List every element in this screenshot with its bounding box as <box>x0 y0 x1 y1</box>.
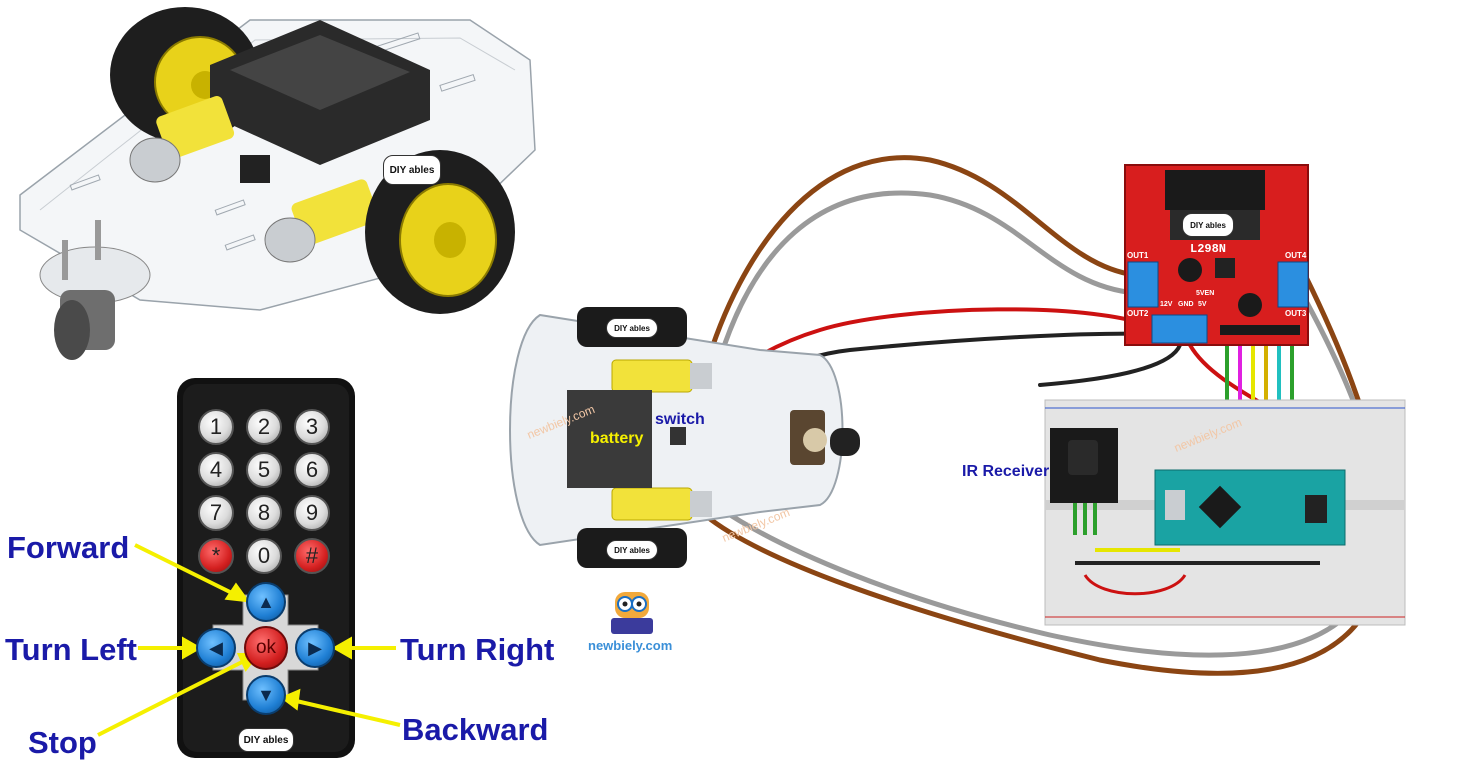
label-switch: switch <box>655 411 705 428</box>
key-2[interactable]: 2 <box>246 409 282 445</box>
label-backward: Backward <box>402 712 549 747</box>
pin-12v: 12V <box>1160 301 1173 308</box>
label-forward: Forward <box>7 530 130 565</box>
pointer-arrows <box>97 543 401 737</box>
key-1[interactable]: 1 <box>198 409 234 445</box>
pin-out4: OUT4 <box>1285 251 1307 260</box>
driver-brand-logo: DIY ables <box>1182 213 1234 237</box>
key-6[interactable]: 6 <box>294 452 330 488</box>
key-0[interactable]: 0 <box>246 538 282 574</box>
pin-5ven: 5VEN <box>1196 290 1215 297</box>
bottom-wheel-brand-logo: DIY ables <box>606 540 658 560</box>
owl-logo-icon <box>611 590 653 636</box>
label-stop: Stop <box>28 725 97 760</box>
key-4[interactable]: 4 <box>198 452 234 488</box>
top-wheel-brand-logo: DIY ables <box>606 318 658 338</box>
key-hash[interactable]: # <box>294 538 330 574</box>
remote-brand-logo: DIY ables <box>238 728 294 752</box>
key-8[interactable]: 8 <box>246 495 282 531</box>
wheel-brand-logo: DIY ables <box>383 155 441 185</box>
right-arrow-button[interactable]: ▶ <box>295 628 335 668</box>
l298n-driver <box>1124 164 1309 346</box>
key-9[interactable]: 9 <box>294 495 330 531</box>
driver-name: L298N <box>1190 242 1227 256</box>
label-ir-receiver: IR Receiver <box>962 463 1050 480</box>
key-7[interactable]: 7 <box>198 495 234 531</box>
pin-out3: OUT3 <box>1285 309 1307 318</box>
key-3[interactable]: 3 <box>294 409 330 445</box>
pin-5v: 5V <box>1198 301 1207 308</box>
pin-gnd: GND <box>1178 301 1194 308</box>
key-5[interactable]: 5 <box>246 452 282 488</box>
newbiely-logo-text: newbiely.com <box>588 638 673 653</box>
pin-out1: OUT1 <box>1127 251 1149 260</box>
car-top-view <box>509 307 860 568</box>
car-kit-illustration <box>19 7 536 360</box>
pin-out2: OUT2 <box>1127 309 1149 318</box>
ok-button[interactable]: ok <box>244 626 288 670</box>
label-turn-left: Turn Left <box>5 632 138 667</box>
label-battery: battery <box>590 430 644 447</box>
label-turn-right: Turn Right <box>400 632 555 667</box>
left-arrow-button[interactable]: ◀ <box>196 628 236 668</box>
key-star[interactable]: * <box>198 538 234 574</box>
up-arrow-button[interactable]: ▲ <box>246 582 286 622</box>
breadboard <box>1044 399 1406 626</box>
down-arrow-button[interactable]: ▼ <box>246 675 286 715</box>
